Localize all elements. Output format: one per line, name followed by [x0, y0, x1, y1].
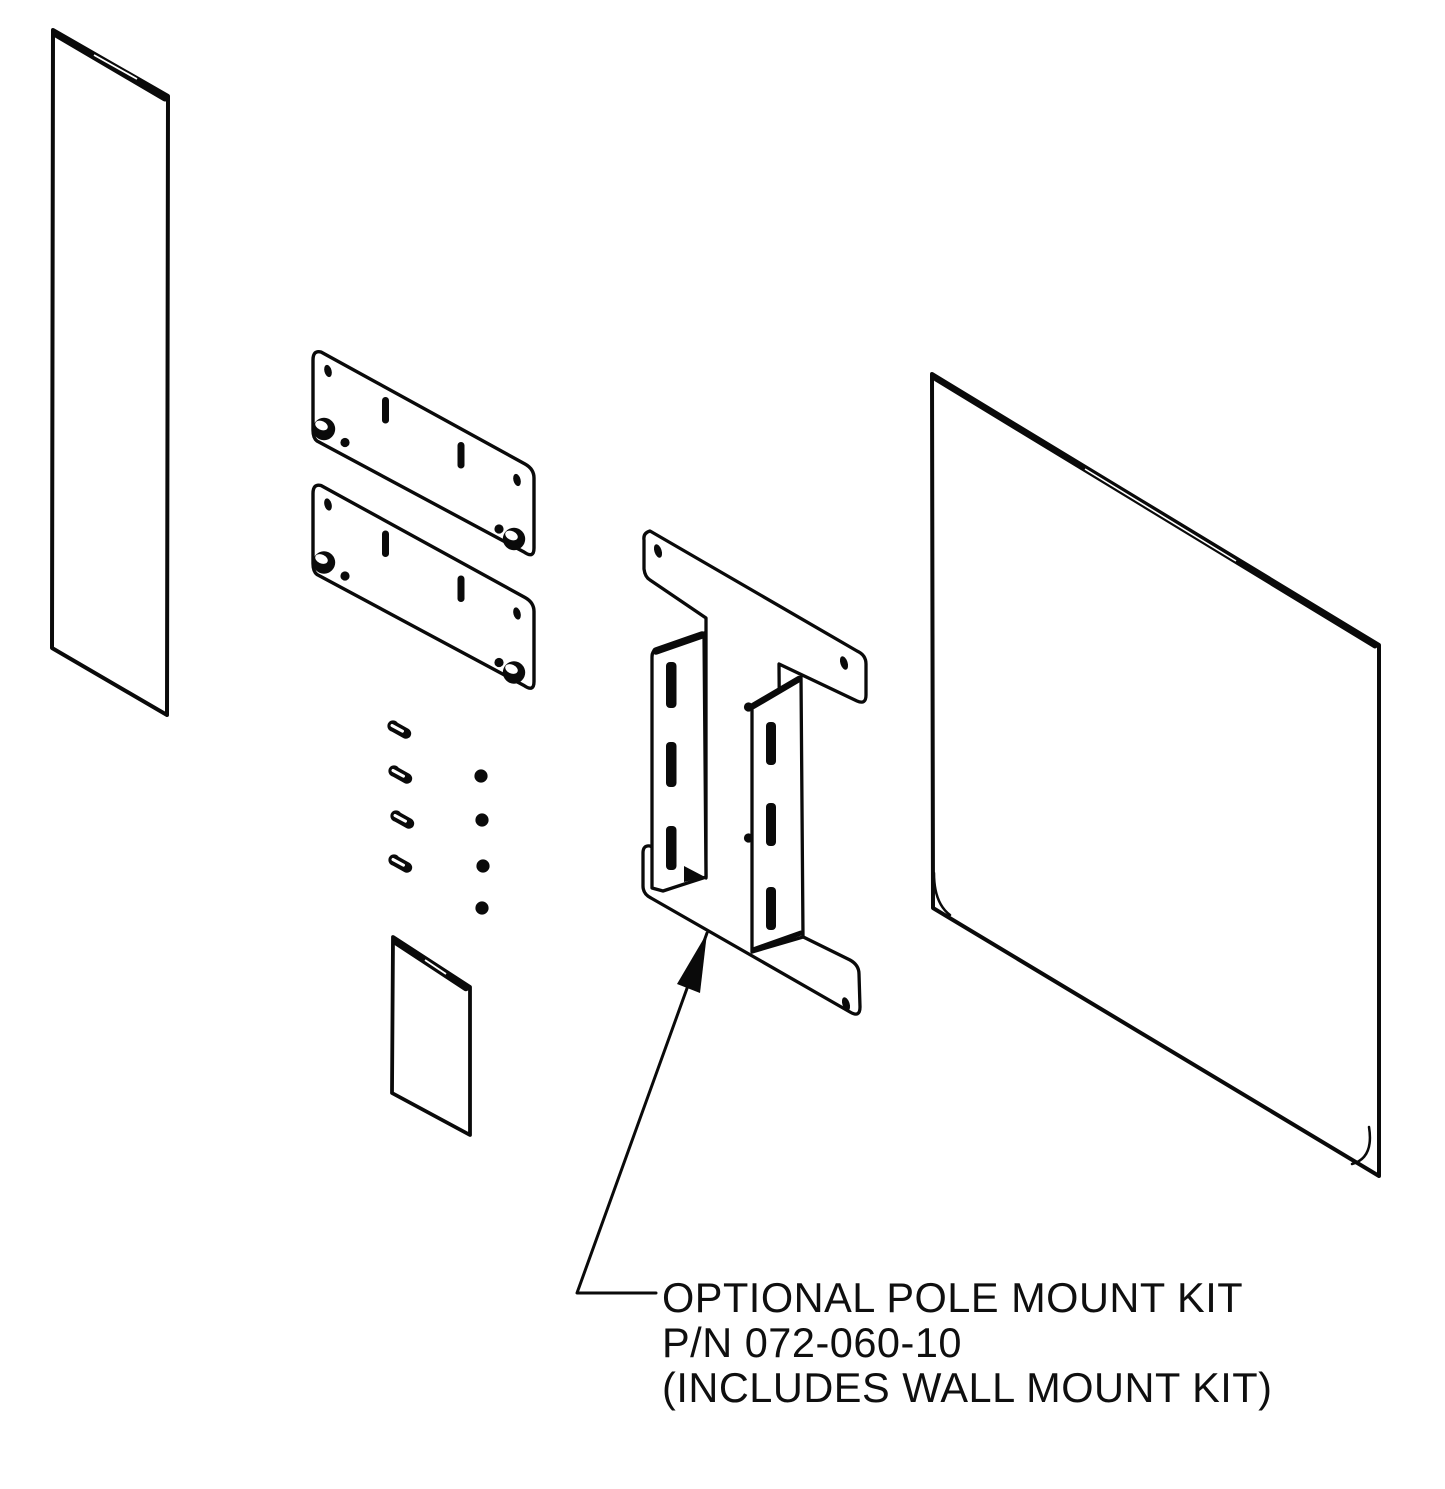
nut-icon [475, 901, 489, 915]
nut-icon [474, 769, 488, 783]
screw-icon [390, 810, 409, 823]
arrowhead-icon [677, 933, 707, 993]
screw-icon [388, 854, 407, 867]
nut-icon [476, 859, 490, 873]
caption-line-2: P/N 072-060-10 [662, 1319, 962, 1366]
caption-line-3: (INCLUDES WALL MOUNT KIT) [662, 1364, 1272, 1411]
leader-arrow [575, 931, 709, 1295]
screw-icon [387, 720, 406, 733]
bracket-right-channel [743, 675, 805, 954]
caption-line-1: OPTIONAL POLE MOUNT KIT [662, 1274, 1243, 1321]
right-cover-panel [930, 372, 1381, 1178]
left-cover-panel [50, 28, 170, 717]
nut-set [474, 769, 490, 915]
small-spacer-panel [390, 935, 472, 1137]
caption: OPTIONAL POLE MOUNT KIT P/N 072-060-10 (… [662, 1274, 1272, 1411]
nut-icon [475, 813, 489, 827]
pole-mount-bracket [641, 529, 868, 1016]
screw-set [387, 720, 409, 867]
screw-icon [388, 765, 407, 778]
bracket-left-channel [650, 631, 708, 893]
